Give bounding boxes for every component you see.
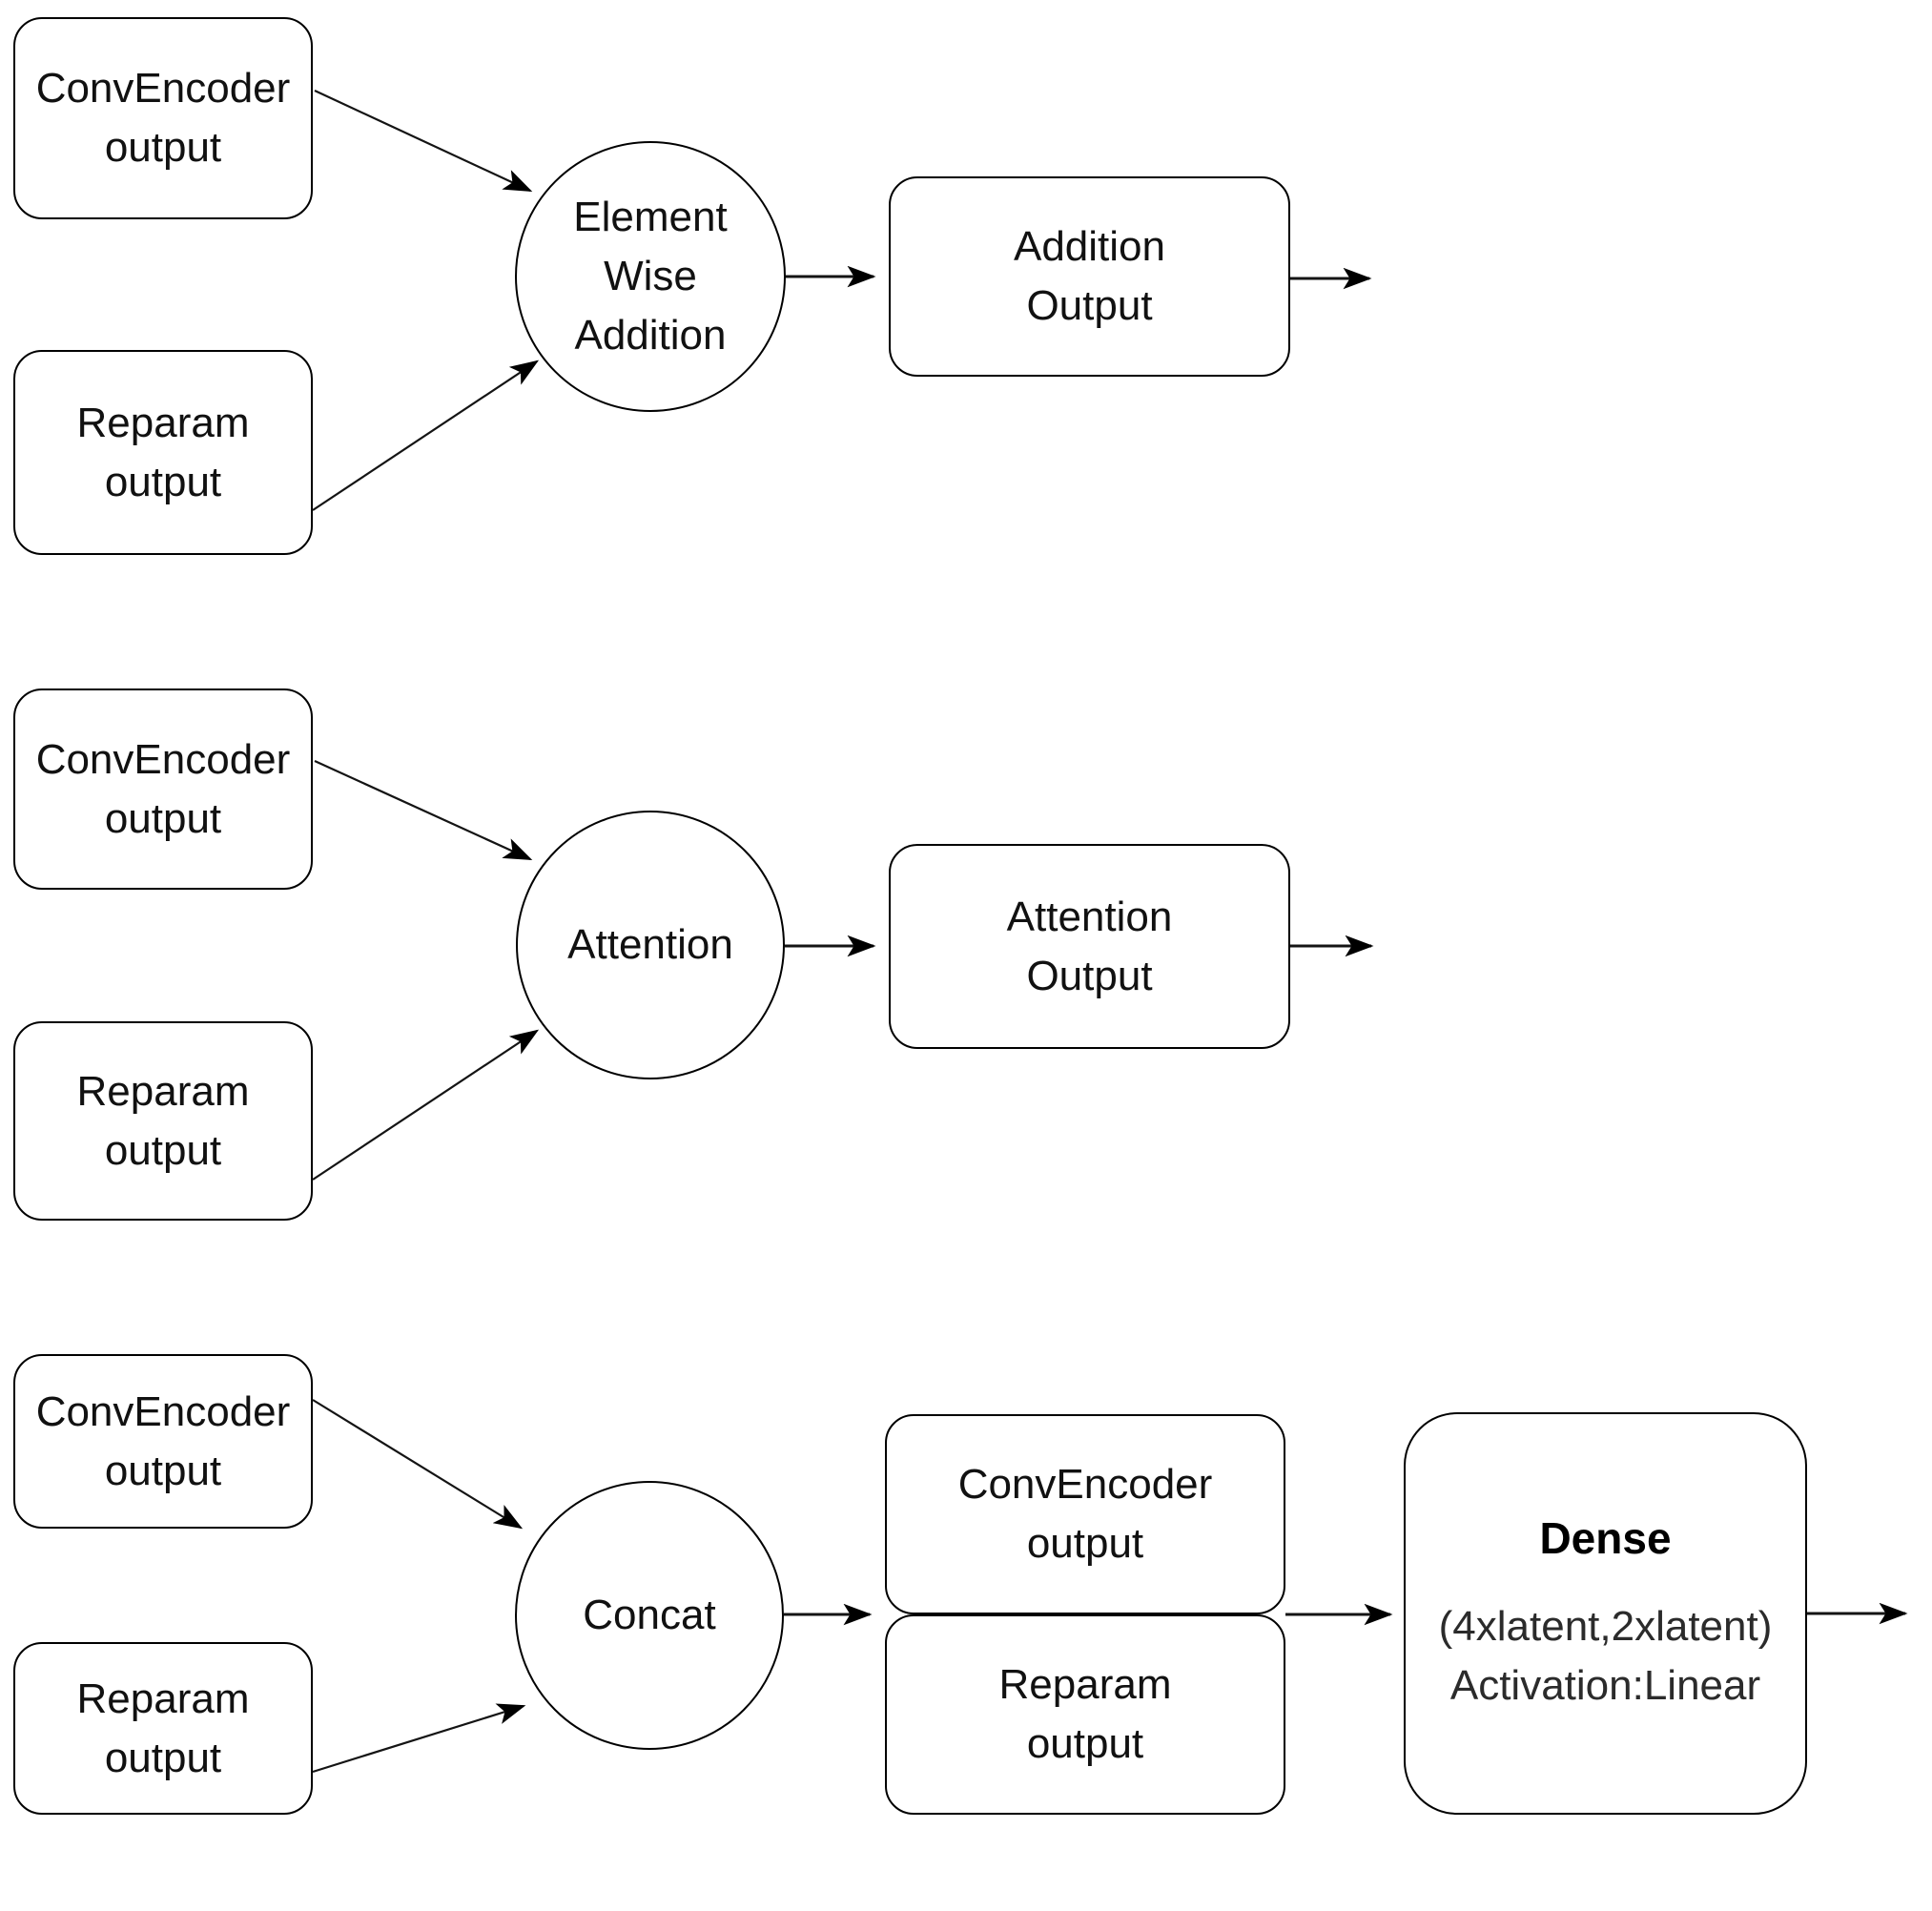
row2-reparam-output-box: Reparam output [13,1021,313,1221]
box-label-line: output [104,1447,222,1494]
circle-label-line: Attention [567,921,733,968]
box-label-line: Reparam [76,1067,250,1115]
box-label-line: Output [1026,282,1153,329]
box-label-line: Reparam [76,399,250,446]
arrow-row2-reparam-to-attention [312,1029,540,1181]
box-label-line: output [104,124,222,171]
box-label-line: Reparam [76,1675,250,1722]
row3-dense-layer-box: Dense (4xlatent,2xlatent) Activation:Lin… [1404,1412,1807,1815]
row3-convencoder-output-box: ConvEncoder output [13,1354,313,1529]
box-label-line: output [1026,1520,1144,1567]
circle-label-line: Addition [574,312,727,359]
row2-convencoder-output-box: ConvEncoder output [13,688,313,890]
arrow-row3-convencoder-to-concat [312,1399,524,1530]
row3-reparam-output-box: Reparam output [13,1642,313,1815]
row3-stacked-convencoder-output-box: ConvEncoder output [885,1414,1285,1614]
box-label-line: ConvEncoder [35,65,291,112]
row1-convencoder-output-box: ConvEncoder output [13,17,313,219]
dense-params: (4xlatent,2xlatent) [1438,1603,1773,1650]
box-label-line: Addition [1013,223,1165,270]
box-label-line: output [104,1126,222,1174]
box-label-line: output [104,458,222,505]
box-label-line: Reparam [998,1661,1172,1708]
arrow-row2-convencoder-to-attention [314,759,533,861]
row2-attention-circle: Attention [516,811,785,1079]
box-label-line: Attention [1006,893,1173,940]
row1-element-wise-addition-circle: Element Wise Addition [515,141,786,412]
row1-addition-output-box: Addition Output [889,176,1290,377]
arrow-row1-convencoder-to-addition [314,90,533,193]
box-label-line: ConvEncoder [957,1461,1213,1508]
row3-stacked-reparam-output-box: Reparam output [885,1614,1285,1815]
circle-label-line: Wise [604,253,697,299]
box-label-line: output [104,794,222,842]
dense-title: Dense [1539,1513,1672,1563]
arrow-row1-reparam-to-addition [312,360,540,511]
box-label-line: Output [1026,952,1153,999]
circle-label-line: Concat [583,1592,716,1638]
row1-reparam-output-box: Reparam output [13,350,313,555]
arrow-row3-reparam-to-concat [312,1703,526,1774]
row3-concat-circle: Concat [515,1481,784,1750]
circle-label-line: Element [573,194,728,240]
dense-activation: Activation:Linear [1449,1662,1761,1709]
box-label-line: ConvEncoder [35,735,291,783]
row2-attention-output-box: Attention Output [889,844,1290,1049]
box-label-line: output [1026,1720,1144,1767]
box-label-line: ConvEncoder [35,1387,291,1435]
box-label-line: output [104,1734,222,1781]
